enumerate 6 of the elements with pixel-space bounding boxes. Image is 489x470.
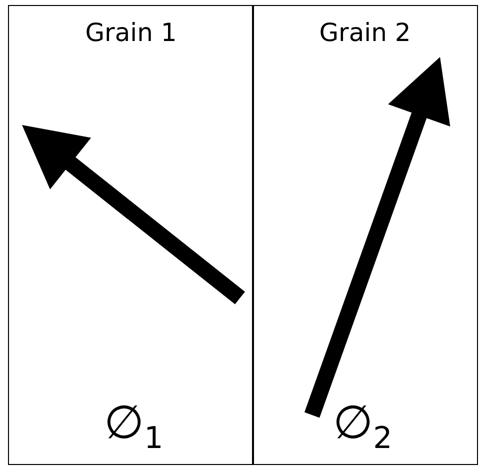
- grain-panel: [252, 5, 478, 465]
- grain-panel: [8, 5, 254, 465]
- panel-title: Grain 2: [319, 18, 411, 47]
- angle-symbol: ∅$_{2}$: [333, 399, 392, 454]
- angle-symbol: ∅$_{1}$: [104, 399, 164, 454]
- panel-title: Grain 1: [85, 18, 177, 47]
